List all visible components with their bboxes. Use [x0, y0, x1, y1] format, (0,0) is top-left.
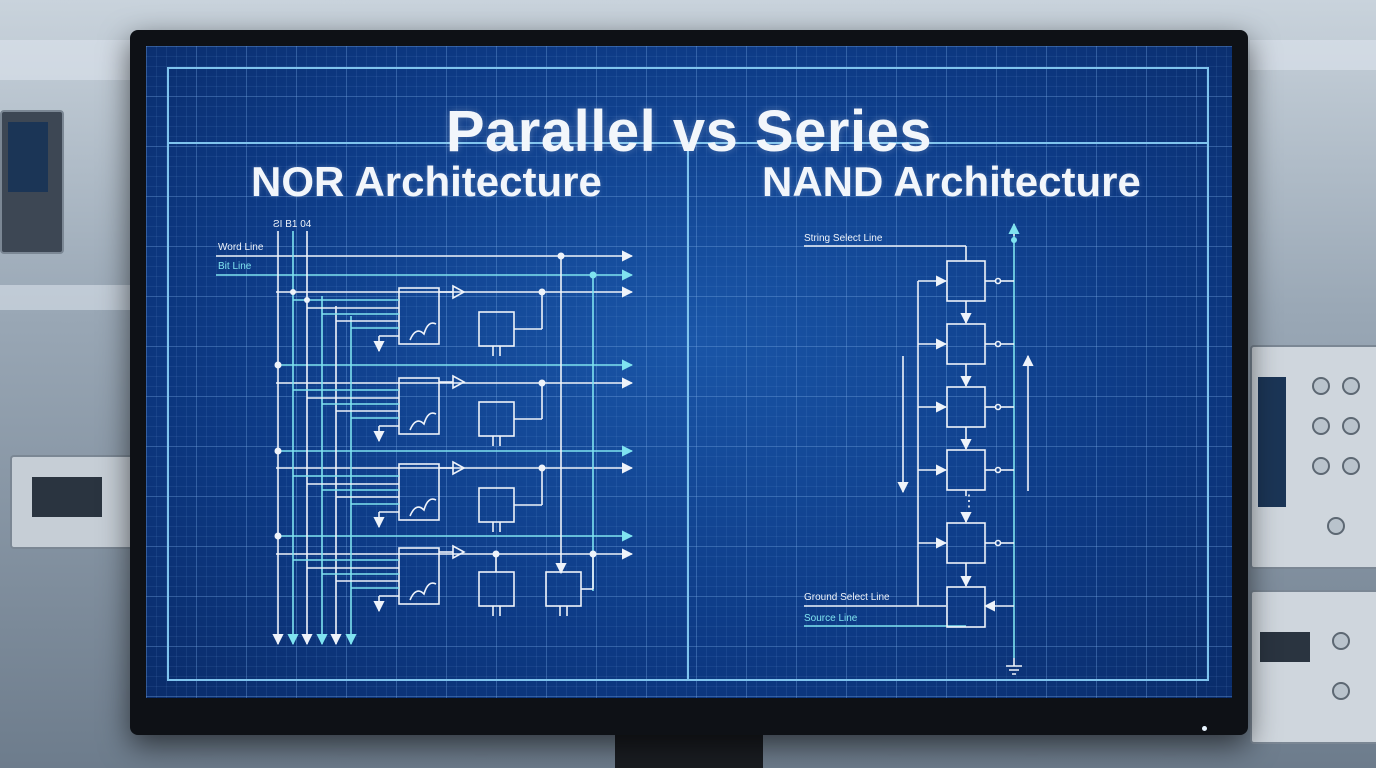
monitor: Parallel vs Series NOR Architecture NAND…: [130, 30, 1248, 735]
nand-cell-1: [946, 260, 1014, 302]
shelf: [1250, 40, 1376, 70]
shelf: [0, 40, 140, 80]
string-select-label: String Select Line: [804, 233, 883, 244]
nand-diagram: [804, 222, 1034, 675]
bit-line-label: Bit Line: [218, 261, 252, 272]
nand-cell-3: [946, 386, 1014, 428]
nand-title: NAND Architecture: [762, 158, 1141, 205]
nand-cell-6: [946, 586, 1014, 628]
oscilloscope: [1250, 345, 1376, 569]
lab-equipment: [1250, 590, 1376, 744]
nor-title: NOR Architecture: [251, 158, 602, 205]
nor-cell-1: [293, 284, 543, 356]
word-line-label: Word Line: [218, 242, 264, 253]
nand-cell-5: [946, 522, 1014, 564]
circuit-diagram: [167, 67, 1209, 681]
blueprint-screen: Parallel vs Series NOR Architecture NAND…: [146, 46, 1232, 698]
nand-cell-2: [946, 323, 1014, 365]
nor-diagram: [216, 231, 634, 646]
bus-labels: ƧI B1 04: [273, 219, 312, 230]
power-led: [1202, 726, 1207, 731]
lab-equipment: [10, 455, 134, 549]
source-line-label: Source Line: [804, 613, 858, 624]
monitor-stand: [615, 735, 763, 768]
shelf: [0, 285, 140, 310]
lab-equipment: [0, 110, 64, 254]
nor-cell-3: [293, 460, 543, 532]
ground-select-label: Ground Select Line: [804, 592, 890, 603]
frame: [167, 67, 1209, 681]
page-title: Parallel vs Series: [445, 99, 933, 164]
nor-cell-2: [293, 374, 543, 446]
nand-cell-4: [946, 449, 1014, 491]
nor-cell-4: [293, 544, 594, 616]
ellipsis: ⋮: [961, 493, 977, 510]
